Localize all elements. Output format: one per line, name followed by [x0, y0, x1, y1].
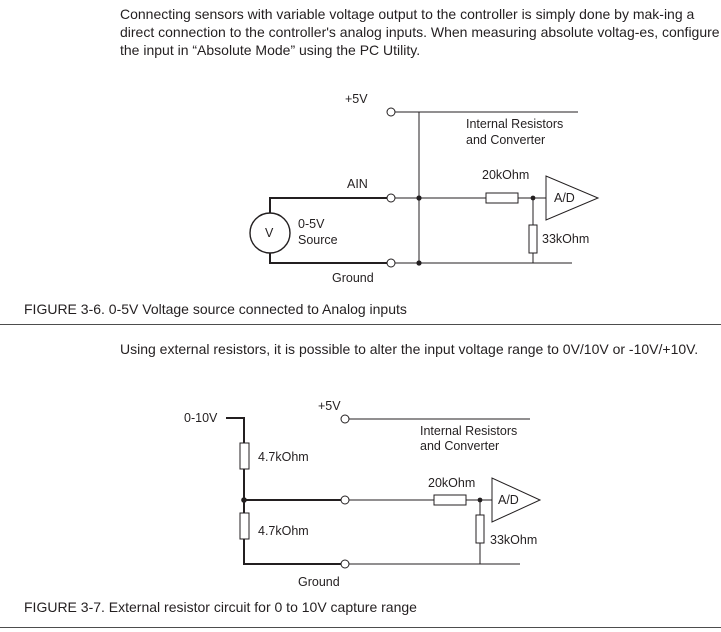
divider-rule-bottom	[0, 627, 721, 628]
fig2-input-range-label: 0-10V	[184, 411, 218, 425]
fig1-series-resistor-label: 20kOhm	[482, 168, 529, 182]
fig1-source-positive-wire	[269, 197, 387, 213]
fig2-ain-terminal	[340, 495, 350, 505]
fig1-series-resistor	[485, 192, 519, 204]
fig2-supply-label: +5V	[318, 399, 341, 413]
fig2-series-resistor-label: 20kOhm	[428, 476, 475, 490]
fig2-block-label-2: and Converter	[420, 439, 499, 453]
fig1-ground-label: Ground	[332, 271, 374, 285]
fig1-ground-terminal	[386, 258, 396, 268]
fig2-ground-label: Ground	[298, 575, 340, 589]
fig2-input-wire	[226, 417, 245, 443]
fig2-shunt-resistor	[475, 514, 485, 544]
fig1-source-label-2: Source	[298, 233, 338, 247]
figure-1-caption: FIGURE 3-6. 0-5V Voltage source connecte…	[24, 301, 407, 317]
figure-1-diagram: +5V Internal Resistors and Converter AIN…	[249, 92, 600, 285]
fig2-ground-terminal	[340, 559, 350, 569]
fig2-lower-resistor-label: 4.7kOhm	[258, 524, 309, 538]
fig1-block-label-1: Internal Resistors	[466, 117, 563, 131]
fig2-shunt-resistor-label: 33kOhm	[490, 533, 537, 547]
mid-paragraph: Using external resistors, it is possible…	[120, 341, 699, 357]
fig1-junction-dot	[416, 195, 422, 201]
intro-paragraph: Connecting sensors with variable voltage…	[120, 6, 720, 58]
fig2-ground-wire	[243, 539, 341, 565]
fig2-lower-resistor	[239, 512, 250, 540]
fig1-adc-label: A/D	[554, 191, 575, 205]
fig1-ground-junction-dot	[416, 260, 422, 266]
fig2-upper-resistor	[239, 442, 250, 470]
fig1-source-ground-wire	[269, 253, 387, 264]
fig1-source-label-1: 0-5V	[298, 217, 325, 231]
fig2-supply-terminal	[340, 414, 350, 424]
fig1-supply-label: +5V	[345, 92, 368, 106]
fig1-shunt-resistor	[528, 224, 538, 254]
figure-2-caption: FIGURE 3-7. External resistor circuit fo…	[24, 599, 417, 615]
fig1-block-label-2: and Converter	[466, 133, 545, 147]
figure-2-diagram: 0-10V 4.7kOhm 4.7kOhm +5V Internal Resis…	[184, 399, 542, 589]
fig1-ain-label: AIN	[347, 177, 368, 191]
fig2-adc-triangle	[491, 477, 542, 523]
fig2-series-resistor	[433, 494, 467, 506]
fig1-adc-triangle	[545, 175, 600, 221]
fig1-shunt-resistor-label: 33kOhm	[542, 232, 589, 246]
fig1-ain-terminal	[386, 193, 396, 203]
divider-rule	[0, 324, 721, 325]
fig2-adc-label: A/D	[498, 493, 519, 507]
fig2-upper-resistor-label: 4.7kOhm	[258, 450, 309, 464]
fig1-supply-terminal	[386, 107, 396, 117]
fig2-block-label-1: Internal Resistors	[420, 424, 517, 438]
fig1-source-symbol: V	[265, 226, 274, 240]
